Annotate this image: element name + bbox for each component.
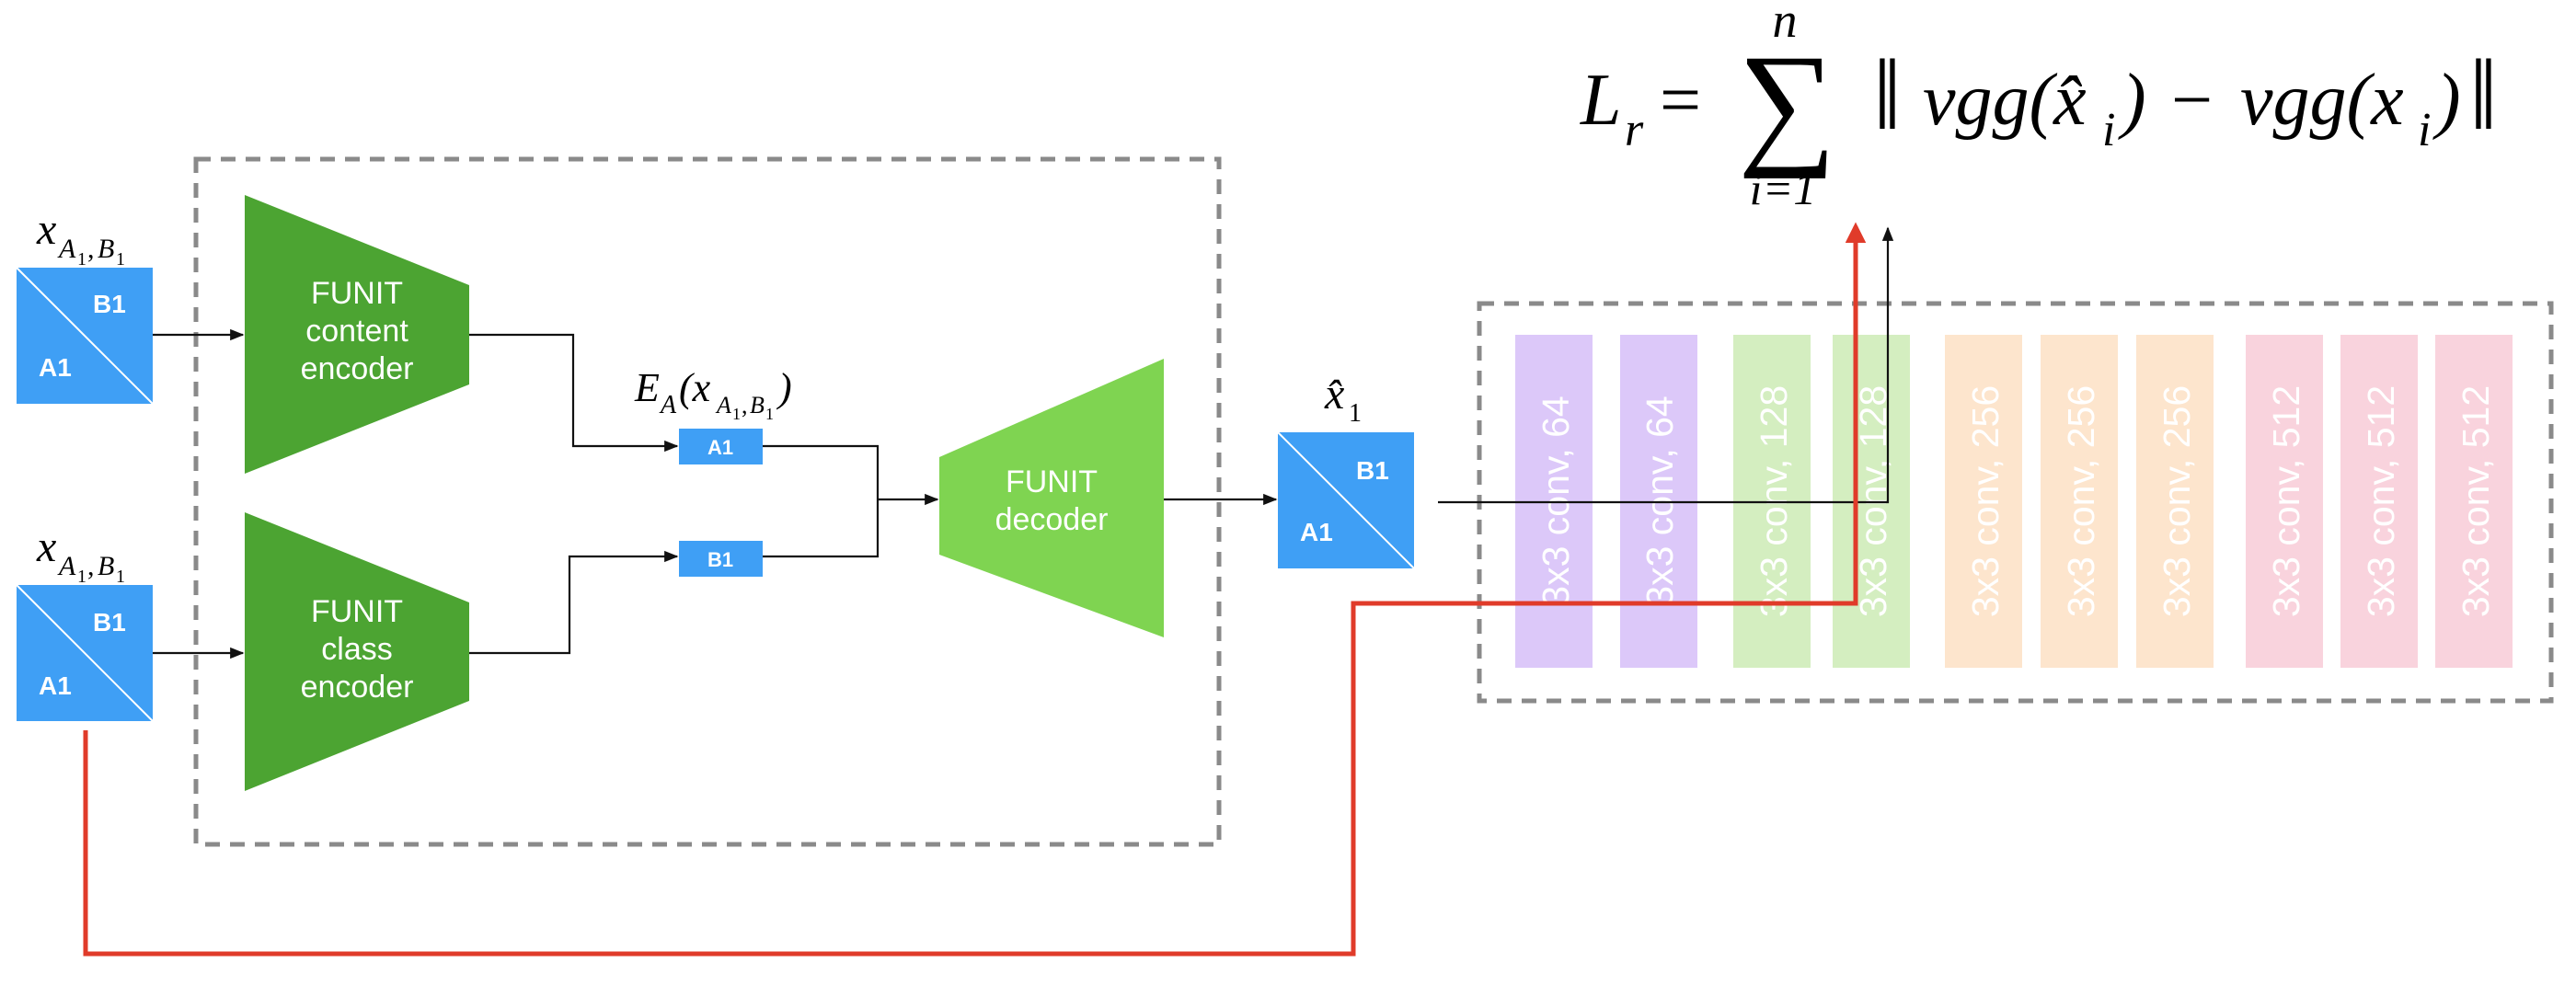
conv-block: [1945, 335, 2022, 668]
tile-bottom-label: A1: [39, 671, 72, 700]
latent-sub-comma: ,: [742, 392, 748, 418]
code-chip: [679, 541, 763, 577]
input-sub-b: B: [98, 234, 114, 264]
code-chip-label: A1: [707, 436, 733, 459]
latent-main: E: [634, 365, 660, 410]
input-sub-a-idx: 1: [77, 249, 86, 269]
encoder-label-line: encoder: [301, 351, 414, 386]
input-image-content: x A 1 , B 1 B1 A1: [16, 205, 154, 405]
encoder-trapezoid: [245, 195, 469, 474]
conv-label: 3x3 conv, 512: [2265, 385, 2307, 617]
content-encoder: FUNIT content encoder: [245, 195, 469, 474]
forward-connectors: [153, 226, 1894, 659]
tile-bottom-label: A1: [39, 353, 72, 382]
conv-block: [2041, 335, 2118, 668]
encoder-label-line: FUNIT: [311, 276, 403, 311]
conv-label: 3x3 conv, 256: [2060, 385, 2102, 617]
input-image-class: x A 1 , B 1 B1 A1: [16, 522, 154, 722]
code-chip-label: B1: [707, 548, 733, 571]
input-var: x: [36, 205, 56, 254]
encoder-label-line: encoder: [301, 670, 414, 705]
input-sub-b-idx: 1: [116, 249, 125, 269]
latent-expression: E A (x A 1 , B 1 ): [634, 365, 792, 423]
class-encoder: FUNIT class encoder: [245, 512, 469, 791]
conv-label: 3x3 conv, 256: [2156, 385, 2198, 617]
code-chip: [679, 429, 763, 464]
vgg-layer: 3x3 conv, 512: [2435, 335, 2513, 668]
code-merge-top: [763, 444, 880, 499]
formula-minus: −: [2171, 60, 2213, 141]
loss-formula: L r = ∑ n i=1 ‖ vgg(x̂ i ) − vgg(x i ) ‖: [1580, 0, 2498, 214]
output-sub: 1: [1349, 399, 1362, 428]
input-sub-a: A: [57, 234, 76, 264]
input-sub-a-idx: 1: [77, 567, 86, 587]
latent-sub: A: [659, 391, 677, 419]
input-sub-b-idx: 1: [116, 567, 125, 587]
tile-top-label: B1: [93, 608, 126, 636]
formula-term-b-sub: i: [2418, 104, 2431, 156]
latent-sub-b-idx: 1: [765, 405, 774, 423]
funit-decoder: FUNIT decoder: [939, 359, 1164, 637]
input-sub-a: A: [57, 551, 76, 581]
output-var: x̂: [1324, 370, 1344, 418]
conv-label: 3x3 conv, 512: [2455, 385, 2497, 617]
latent-close: ): [776, 365, 792, 410]
encoder-label-line: class: [321, 632, 392, 667]
conv-label: 3x3 conv, 512: [2360, 385, 2402, 617]
sum-lower-limit: i=1: [1750, 163, 1817, 214]
sigma-symbol: ∑: [1738, 27, 1836, 179]
content-code-chip: A1: [679, 429, 763, 464]
formula-lhs-sub: r: [1625, 104, 1644, 156]
decoder-label-line: FUNIT: [1006, 464, 1098, 499]
latent-sub-a: A: [715, 392, 731, 418]
code-merge-bottom: [763, 499, 880, 558]
latent-sub-b: B: [750, 392, 765, 418]
vgg-layer: 3x3 conv, 256: [1945, 335, 2022, 668]
conv-block: [2136, 335, 2214, 668]
vgg-layer: 3x3 conv, 512: [2246, 335, 2323, 668]
tile-top-label: B1: [93, 290, 126, 318]
formula-equals: =: [1660, 60, 1701, 141]
generator-container: [193, 156, 1222, 847]
input-var: x: [36, 522, 56, 571]
conv-label: 3x3 conv, 256: [1964, 385, 2007, 617]
formula-term-b: vgg(x: [2240, 60, 2404, 141]
vgg-layer: 3x3 conv, 256: [2136, 335, 2214, 668]
decoder-trapezoid: [939, 359, 1164, 637]
formula-term-a-sub: i: [2102, 104, 2115, 156]
vgg-layer: 3x3 conv, 256: [2041, 335, 2118, 668]
conv-block: [2435, 335, 2513, 668]
formula-term-b-close: ): [2432, 60, 2461, 141]
vgg-layer: 3x3 conv, 512: [2340, 335, 2418, 668]
tile-bottom-label: A1: [1300, 518, 1333, 546]
arrow-class-encoder-to-code: [469, 550, 679, 655]
arrow-content-encoder-to-code: [469, 333, 679, 453]
encoder-trapezoid: [245, 512, 469, 791]
formula-term-a-close: ): [2118, 60, 2146, 141]
output-image: x̂ 1 B1 A1: [1277, 370, 1415, 569]
reference-image-path: [83, 222, 1867, 957]
class-code-chip: B1: [679, 541, 763, 577]
input-sub-comma: ,: [87, 551, 95, 581]
encoder-label-line: FUNIT: [311, 594, 403, 629]
formula-term-a: vgg(x̂: [1923, 60, 2087, 141]
sum-upper-limit: n: [1773, 0, 1798, 48]
tile-top-label: B1: [1356, 456, 1389, 485]
latent-open: (x: [679, 365, 711, 410]
decoder-label-line: decoder: [995, 502, 1109, 537]
norm-open-bar: ‖: [1873, 39, 1902, 151]
latent-sub-a-idx: 1: [732, 405, 741, 423]
conv-block: [2246, 335, 2323, 668]
input-sub-b: B: [98, 551, 114, 581]
arrow-output-through-vgg: [1438, 226, 1894, 504]
formula-lhs: L: [1580, 60, 1622, 141]
tile-diagonal: [16, 267, 154, 405]
tile-diagonal: [1277, 431, 1415, 569]
encoder-label-line: content: [305, 314, 408, 349]
tile-diagonal: [16, 584, 154, 722]
input-sub-comma: ,: [87, 234, 95, 264]
conv-block: [2340, 335, 2418, 668]
norm-close-bar: ‖: [2469, 39, 2498, 151]
